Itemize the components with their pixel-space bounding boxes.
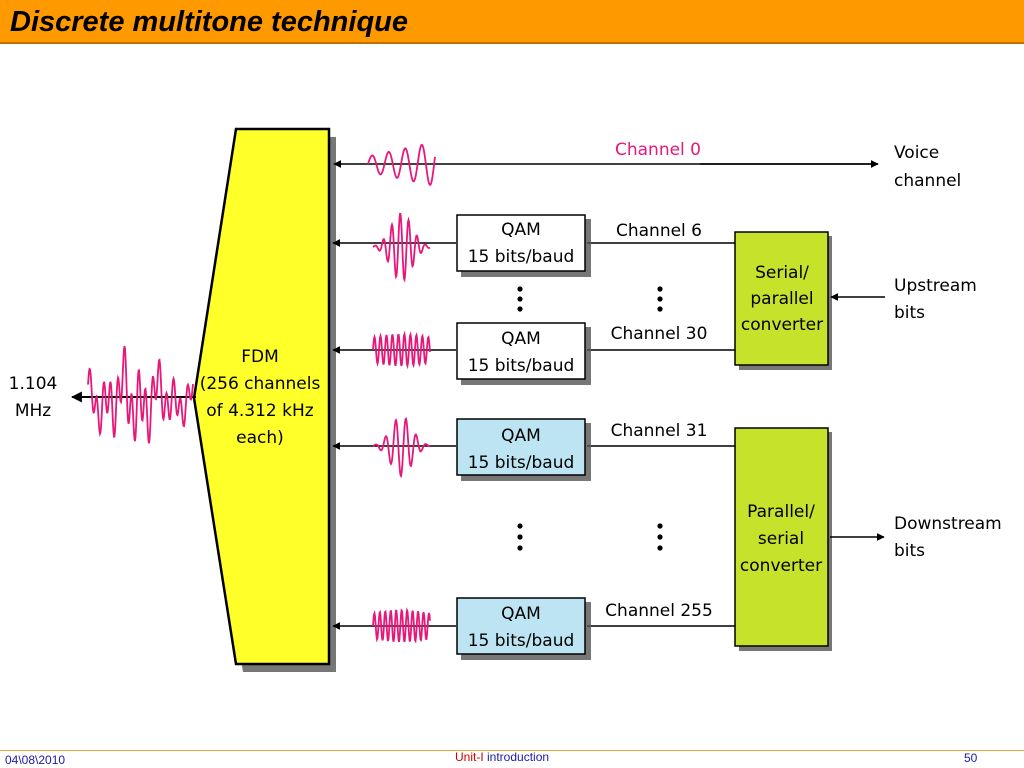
qam-rate-label: 15 bits/baud: [468, 247, 575, 267]
downstream-converter-line-3: converter: [740, 556, 822, 576]
channel-30-waveform: [372, 330, 431, 370]
footer-topic: introduction: [483, 750, 550, 764]
slide-title: Discrete multitone technique: [10, 6, 409, 38]
input-label-line-2: MHz: [15, 401, 51, 421]
downstream-label-line-1: Downstream: [894, 514, 1002, 534]
qam-box-channel-31: [456, 418, 586, 476]
footer-unit-label: Unit-I: [455, 750, 484, 764]
channel-255-waveform: [372, 607, 431, 644]
ellipsis-dots-downstream: [517, 523, 663, 551]
fdm-label-line-2: (256 channels: [200, 374, 321, 394]
serial-parallel-converter: [734, 231, 829, 366]
channel-6-waveform: [372, 212, 431, 283]
qam-box-channel-6: [456, 214, 586, 272]
qam-label: QAM: [501, 604, 541, 624]
fdm-label-line-1: FDM: [241, 347, 279, 367]
fdm-label-line-3: of 4.312 kHz: [206, 401, 313, 421]
upstream-label-line-2: bits: [894, 303, 925, 323]
upstream-converter-line-1: Serial/: [755, 263, 809, 283]
title-bar: Discrete multitone technique: [0, 0, 1024, 44]
qam-rate-label: 15 bits/baud: [468, 356, 575, 376]
qam-box-channel-255: [456, 597, 586, 655]
qam-label: QAM: [501, 426, 541, 446]
qam-rate-label: 15 bits/baud: [468, 631, 575, 651]
channel-6-label: Channel 6: [616, 221, 702, 241]
channel-31-label: Channel 31: [611, 421, 708, 441]
voice-label-line-2: channel: [894, 171, 961, 191]
channel-0-waveform: [367, 143, 436, 186]
upstream-converter-line-2: parallel: [750, 289, 813, 309]
upstream-label-line-1: Upstream: [894, 276, 977, 296]
footer-page-number: 50: [964, 751, 978, 765]
parallel-serial-converter: [734, 427, 829, 647]
downstream-converter-line-2: serial: [758, 529, 804, 549]
channel-30-label: Channel 30: [611, 324, 708, 344]
channel-255-label: Channel 255: [605, 601, 713, 621]
voice-label-line-1: Voice: [894, 143, 939, 163]
fdm-block: [192, 127, 331, 666]
channel-31-waveform: [372, 417, 431, 479]
footer-rule: [0, 750, 1024, 751]
upstream-converter-line-3: converter: [741, 315, 823, 335]
downstream-label-line-2: bits: [894, 541, 925, 561]
qam-rate-label: 15 bits/baud: [468, 453, 575, 473]
qam-box-channel-30: [456, 322, 586, 380]
channel-0-label: Channel 0: [615, 140, 701, 160]
input-label-line-1: 1.104: [9, 374, 58, 394]
qam-label: QAM: [501, 329, 541, 349]
line-signal-waveform: [87, 345, 194, 444]
downstream-converter-line-1: Parallel/: [747, 502, 815, 522]
footer-unit: Unit-I introduction: [455, 750, 549, 764]
footer-date: 04\08\2010: [5, 753, 66, 767]
fdm-label-line-4: each): [236, 428, 284, 448]
ellipsis-dots-upstream: [517, 286, 663, 312]
qam-label: QAM: [501, 220, 541, 240]
